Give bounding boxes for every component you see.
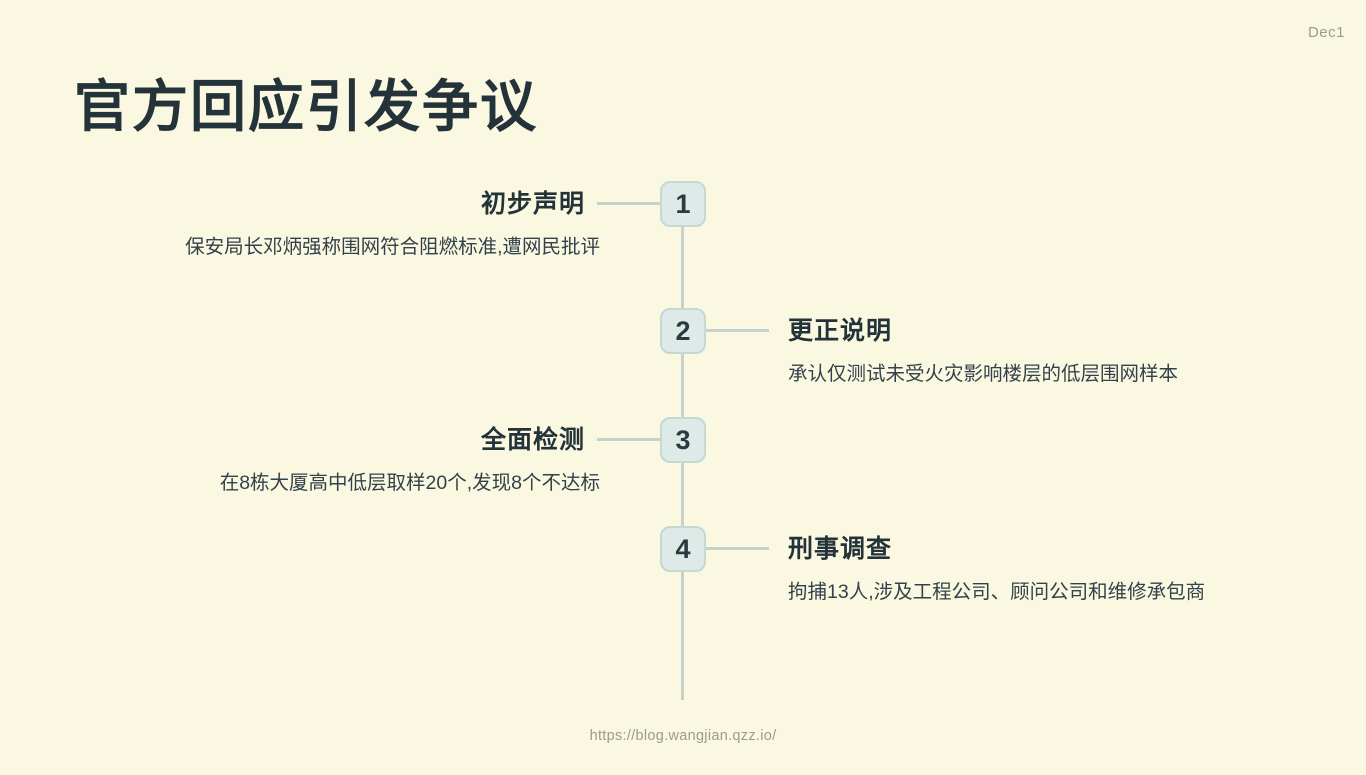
connector-line <box>706 547 769 550</box>
date-label: Dec1 <box>1307 24 1345 41</box>
step-description: 承认仅测试未受火灾影响楼层的低层围网样本 <box>788 363 1179 385</box>
step-description: 在8栋大厦高中低层取样20个,发现8个不达标 <box>219 472 600 494</box>
step-description: 拘捕13人,涉及工程公司、顾问公司和维修承包商 <box>788 581 1206 603</box>
step-number-badge: 1 <box>660 181 706 227</box>
connector-line <box>706 329 769 332</box>
connector-line <box>597 438 660 441</box>
step-description: 保安局长邓炳强称围网符合阻燃标准,遭网民批评 <box>185 236 600 258</box>
timeline-step-3: 3 全面检测 在8栋大厦高中低层取样20个,发现8个不达标 <box>0 417 1366 494</box>
step-content: 初步声明 保安局长邓炳强称围网符合阻燃标准,遭网民批评 <box>25 181 600 259</box>
step-title: 初步声明 <box>480 190 585 218</box>
timeline-step-4: 4 刑事调查 拘捕13人,涉及工程公司、顾问公司和维修承包商 <box>0 526 1366 603</box>
step-title: 全面检测 <box>480 426 585 454</box>
footer-url: https://blog.wangjian.qzz.io/ <box>589 728 777 744</box>
timeline-step-2: 2 更正说明 承认仅测试未受火灾影响楼层的低层围网样本 <box>0 308 1366 385</box>
step-number-badge: 3 <box>660 417 706 463</box>
step-content: 更正说明 承认仅测试未受火灾影响楼层的低层围网样本 <box>788 308 1348 386</box>
step-title: 更正说明 <box>788 317 893 345</box>
step-number-badge: 4 <box>660 526 706 572</box>
page-title: 官方回应引发争议 <box>74 75 538 138</box>
timeline-step-1: 1 初步声明 保安局长邓炳强称围网符合阻燃标准,遭网民批评 <box>0 181 1366 258</box>
step-content: 刑事调查 拘捕13人,涉及工程公司、顾问公司和维修承包商 <box>788 526 1348 604</box>
step-title: 刑事调查 <box>788 535 893 563</box>
connector-line <box>597 202 660 205</box>
step-content: 全面检测 在8栋大厦高中低层取样20个,发现8个不达标 <box>25 417 600 495</box>
step-number-badge: 2 <box>660 308 706 354</box>
